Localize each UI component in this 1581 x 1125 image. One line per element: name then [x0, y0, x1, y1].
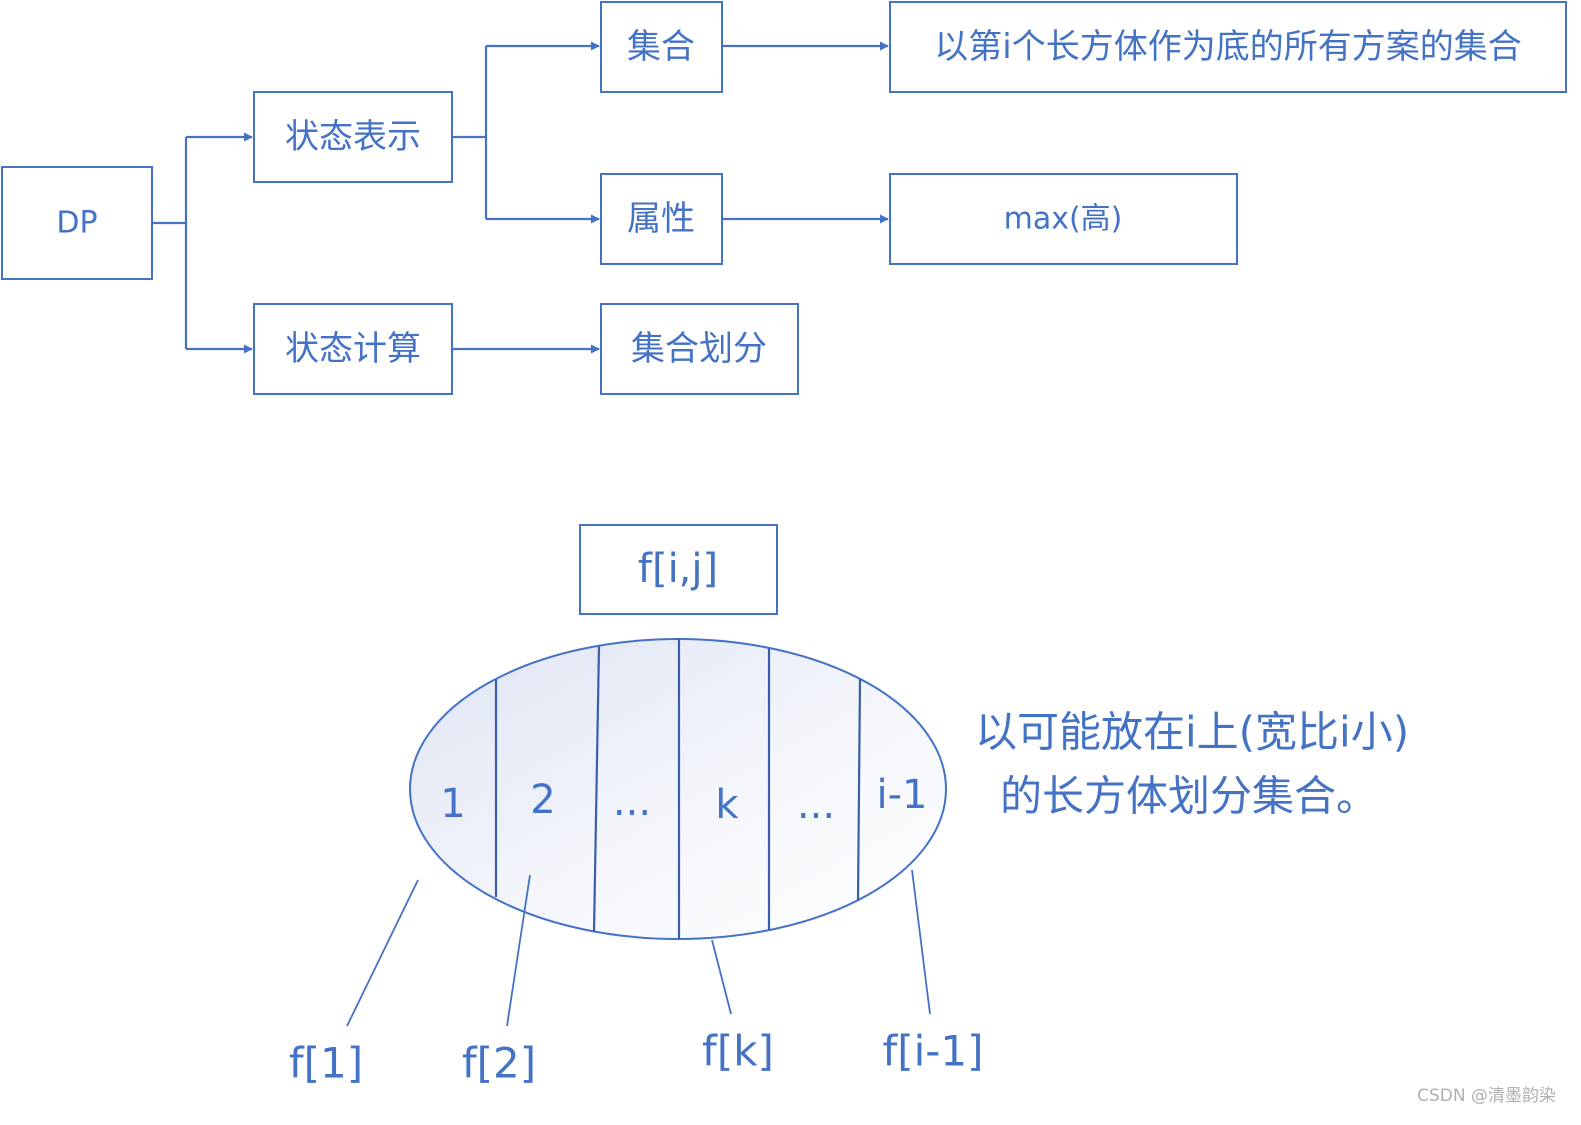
- node-state-calc: 状态计算: [253, 303, 453, 395]
- partition-cell-5: ...: [797, 782, 835, 828]
- node-state-fij-label: f[i,j]: [638, 546, 718, 592]
- node-attribute-desc-box: [889, 173, 1238, 265]
- partition-cell-1: 1: [440, 781, 465, 827]
- node-attribute-box: [600, 173, 723, 265]
- label-fk: f[k]: [702, 1027, 774, 1076]
- node-set-desc-box: [889, 1, 1567, 93]
- leader-line-fi1: [911, 869, 931, 1015]
- partition-cell-2: 2: [530, 777, 555, 823]
- partition-divider-5: [856, 678, 862, 901]
- leader-labels: f[1] f[2] f[k] f[i-1]: [289, 1027, 984, 1088]
- node-state-fij-box: [579, 524, 778, 615]
- node-state-calc-label: 状态计算: [285, 329, 421, 369]
- node-set: 集合: [600, 1, 723, 93]
- node-set-label: 集合: [627, 27, 695, 67]
- partition-cell-4: k: [715, 782, 739, 828]
- node-set-desc-label: 以第i个长方体作为底的所有方案的集合: [934, 27, 1521, 67]
- node-set-partition-label: 集合划分: [631, 329, 767, 369]
- partition-cell-6: i-1: [877, 772, 928, 818]
- label-f2: f[2]: [462, 1039, 536, 1088]
- partition-description-line1: 以可能放在i上(宽比i小): [975, 708, 1409, 757]
- node-attribute-desc: max(高): [889, 173, 1238, 265]
- node-state-calc-box: [253, 303, 453, 395]
- label-f1: f[1]: [289, 1039, 363, 1088]
- node-dp-label: DP: [56, 206, 97, 241]
- partition-cell-3: ...: [613, 779, 651, 825]
- node-dp-box: [1, 166, 153, 280]
- node-state-repr-box: [253, 91, 453, 183]
- partition-divider-2: [592, 645, 601, 933]
- watermark: CSDN @清墨韵染: [1417, 1086, 1556, 1106]
- node-set-box: [600, 1, 723, 93]
- node-state-fij: f[i,j]: [579, 524, 778, 615]
- tree-connectors: [152, 41, 889, 354]
- partition-description-line2: 的长方体划分集合。: [1000, 772, 1378, 821]
- node-attribute-desc-label: max(高): [1004, 202, 1123, 237]
- leader-lines: [346, 869, 931, 1027]
- leader-line-fk: [711, 939, 732, 1015]
- node-set-partition-box: [600, 303, 799, 395]
- leader-line-f1: [346, 879, 419, 1027]
- node-attribute: 属性: [600, 173, 723, 265]
- partition-description: 以可能放在i上(宽比i小) 的长方体划分集合。: [975, 708, 1409, 821]
- node-set-desc: 以第i个长方体作为底的所有方案的集合: [889, 1, 1567, 93]
- node-set-partition: 集合划分: [600, 303, 799, 395]
- node-state-repr: 状态表示: [253, 91, 453, 183]
- node-state-repr-label: 状态表示: [285, 117, 421, 157]
- partition-ellipse-group: 1 2 ... k ... i-1: [409, 638, 947, 940]
- node-dp: DP: [1, 166, 153, 280]
- leader-line-f2: [506, 874, 531, 1027]
- label-fi1: f[i-1]: [882, 1027, 983, 1076]
- node-attribute-label: 属性: [627, 199, 695, 239]
